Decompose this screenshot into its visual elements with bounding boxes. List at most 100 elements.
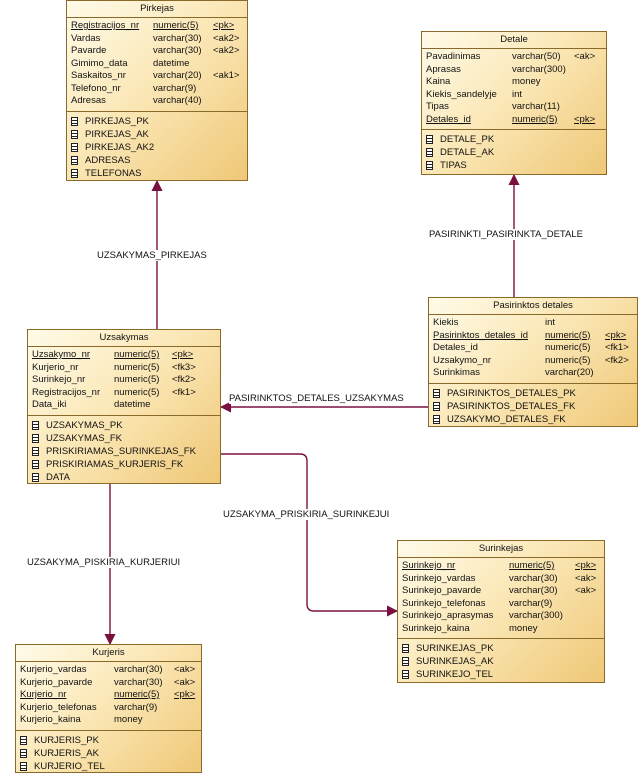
- attribute-type: numeric(5): [509, 560, 555, 571]
- attribute-type: varchar(30): [509, 585, 558, 596]
- key-index-icon: [20, 761, 27, 771]
- key-name: PRISKIRIAMAS_KURJERIS_FK: [46, 458, 184, 470]
- entity-title: Detale: [422, 32, 606, 49]
- attribute-name: Kiekis_sandelyje: [426, 88, 497, 100]
- attribute-type: numeric(5): [114, 386, 160, 398]
- key-name: DATA: [46, 471, 70, 483]
- attribute-type: numeric(5): [114, 361, 160, 373]
- entity-title: Pasirinktos detales: [429, 298, 637, 315]
- key-row: UZSAKYMO_DETALES_FK: [433, 413, 633, 426]
- key-name: ADRESAS: [85, 154, 131, 166]
- attribute-key: <ak1>: [213, 70, 240, 81]
- attribute-type: varchar(11): [512, 101, 560, 112]
- attribute-type: varchar(20): [153, 70, 202, 81]
- attribute-key: <ak>: [575, 572, 597, 584]
- attribute-key: <fk1>: [172, 386, 196, 398]
- key-name: TIPAS: [440, 160, 467, 171]
- attribute-name: Tipas: [426, 101, 449, 112]
- attribute-name: Kiekis: [433, 317, 459, 328]
- key-row: PIRKEJAS_AK: [71, 128, 243, 141]
- key-row: DATA: [32, 471, 216, 484]
- key-name: KURJERIO_TEL: [34, 760, 105, 772]
- key-row: KURJERIS_PK: [20, 734, 197, 747]
- rel-label-pasirinkti-detale: PASIRINKTI_PASIRINKTA_DETALE: [429, 229, 583, 240]
- attribute-row: Surinkejo_pavarde varchar(30) <ak>: [402, 585, 600, 598]
- attribute-type: varchar(300): [509, 610, 563, 621]
- key-index-icon: [32, 472, 39, 482]
- attribute-name: Kurjerio_telefonas: [20, 701, 97, 713]
- attribute-type: varchar(9): [153, 82, 197, 94]
- key-list: KURJERIS_PK KURJERIS_AK KURJERIO_TEL: [16, 731, 201, 776]
- key-row: SURINKEJO_TEL: [402, 668, 600, 681]
- key-name: PASIRINKTOS_DETALES_PK: [447, 387, 576, 399]
- attribute-key: <ak>: [575, 585, 597, 596]
- entity-title: Surinkejas: [398, 541, 604, 558]
- attribute-type: money: [114, 714, 143, 725]
- attribute-row: Kurjerio_nr numeric(5) <fk3>: [32, 362, 216, 375]
- key-name: SURINKEJAS_AK: [416, 656, 494, 667]
- attribute-type: varchar(300): [512, 63, 566, 75]
- attribute-type: varchar(30): [509, 572, 558, 584]
- attribute-key: <pk>: [575, 560, 597, 571]
- key-name: PIRKEJAS_AK: [85, 128, 149, 140]
- attribute-type: varchar(50): [512, 51, 561, 62]
- attribute-key: <pk>: [605, 329, 627, 341]
- key-name: DETALE_PK: [440, 134, 495, 145]
- key-index-icon: [71, 155, 78, 165]
- attribute-name: Detales_id: [426, 113, 471, 125]
- attribute-name: Kurjerio_nr: [20, 689, 67, 700]
- key-row: SURINKEJAS_AK: [402, 655, 600, 668]
- key-index-icon: [433, 401, 440, 411]
- entity-title: Pirkejas: [67, 1, 247, 18]
- key-list: SURINKEJAS_PK SURINKEJAS_AK SURINKEJO_TE…: [398, 639, 604, 684]
- attribute-type: varchar(20): [545, 367, 594, 378]
- attribute-name: Gimimo_data: [71, 57, 128, 69]
- attribute-type: numeric(5): [114, 689, 160, 700]
- key-name: UZSAKYMAS_PK: [46, 419, 123, 431]
- attribute-name: Data_iki: [32, 399, 67, 410]
- attribute-key: <fk3>: [172, 361, 196, 373]
- attribute-type: numeric(5): [545, 342, 591, 353]
- attribute-name: Kurjerio_nr: [32, 361, 79, 373]
- key-row: TIPAS: [426, 159, 602, 172]
- key-row: UZSAKYMAS_FK: [32, 432, 216, 445]
- attribute-name: Surinkejo_pavarde: [402, 585, 482, 596]
- attribute-name: Surinkejo_vardas: [402, 572, 476, 584]
- rel-label-priskiria-surinkejui: UZSAKYMA_PRISKIRIA_SURINKEJUI: [223, 509, 390, 520]
- entity-title: Kurjeris: [16, 645, 201, 662]
- attribute-name: Kaina: [426, 76, 451, 87]
- entity-title: Uzsakymas: [28, 330, 220, 347]
- rel-line-priskiria-surinkejui: [221, 453, 399, 617]
- key-row: DETALE_AK: [426, 146, 602, 159]
- attribute-key: <ak>: [574, 51, 596, 62]
- key-list: DETALE_PK DETALE_AK TIPAS: [422, 130, 606, 175]
- attribute-type: varchar(30): [114, 676, 163, 688]
- key-row: KURJERIO_TEL: [20, 760, 197, 773]
- key-row: PASIRINKTOS_DETALES_FK: [433, 400, 633, 413]
- key-row: PRISKIRIAMAS_KURJERIS_FK: [32, 458, 216, 471]
- key-row: UZSAKYMAS_PK: [32, 419, 216, 432]
- key-index-icon: [426, 148, 433, 157]
- attribute-type: datetime: [114, 399, 151, 410]
- attribute-name: Adresas: [71, 95, 106, 106]
- attribute-type: varchar(40): [153, 95, 202, 106]
